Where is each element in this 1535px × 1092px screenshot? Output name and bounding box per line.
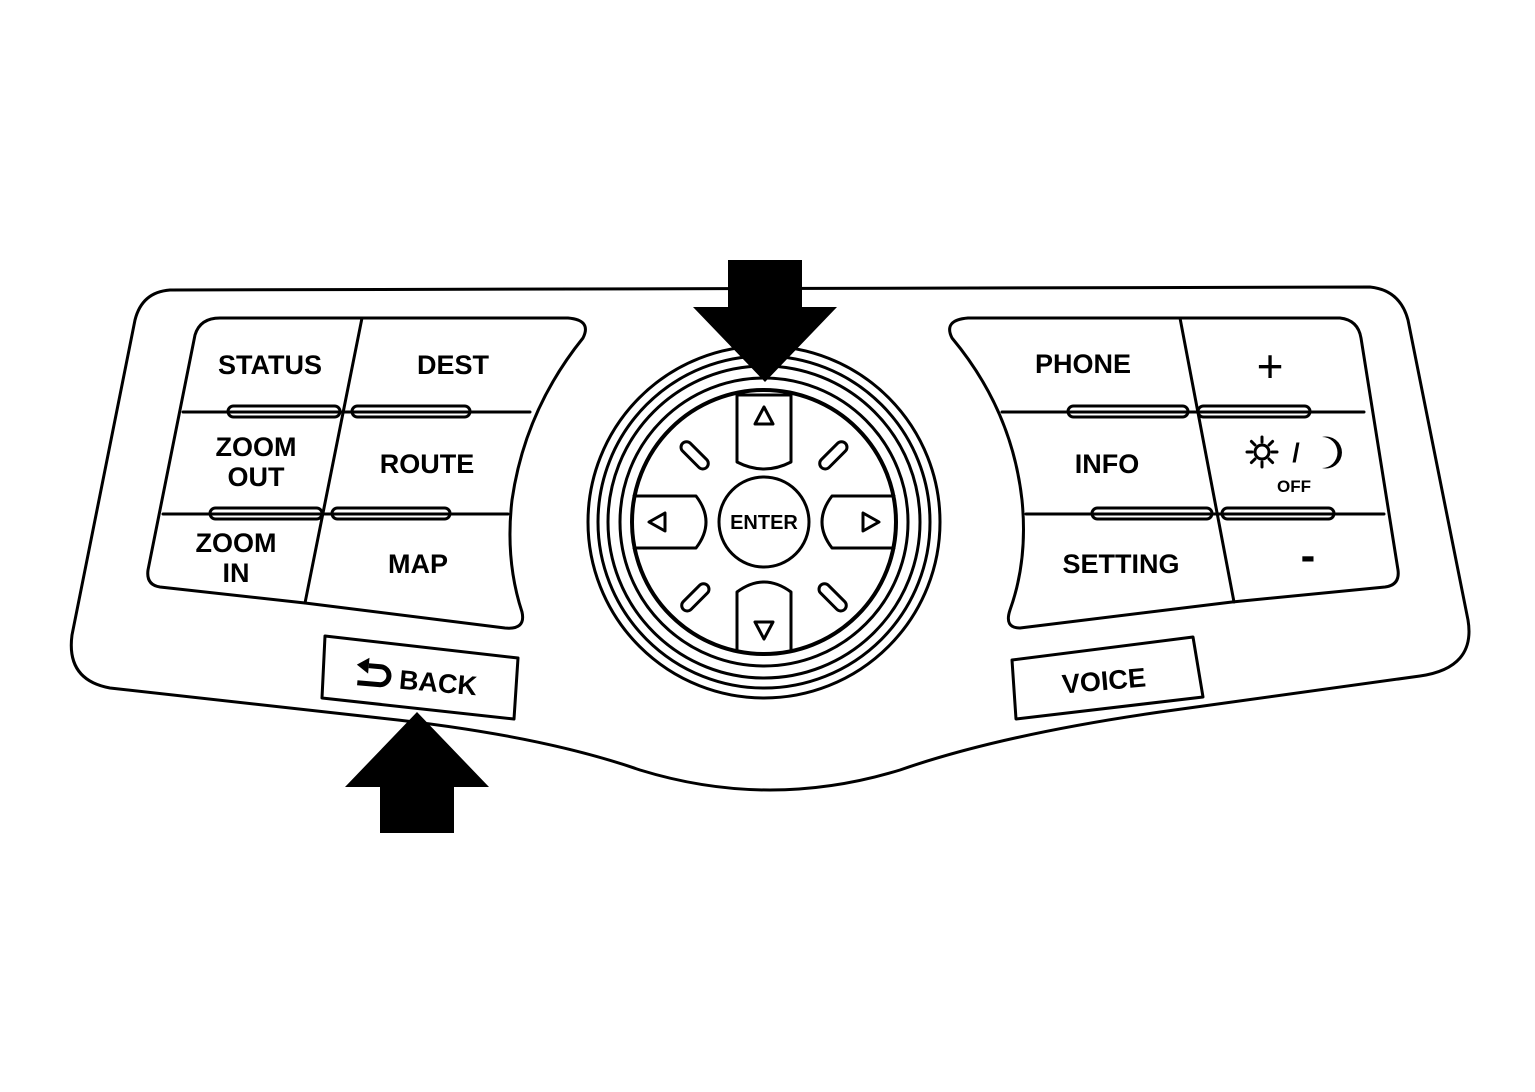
setting-button[interactable]: SETTING (1062, 549, 1179, 579)
info-button[interactable]: INFO (1075, 449, 1140, 479)
back-button-frame (320, 634, 520, 721)
panel-bezel (69, 285, 1471, 792)
back-label: BACK (398, 665, 479, 702)
status-indicator-bar (226, 404, 342, 419)
multi-function-controller: ENTER (586, 344, 942, 700)
route-indicator-bar (330, 506, 452, 521)
zoom-out-button-line2[interactable]: OUT (228, 462, 286, 492)
left-divider-vertical (303, 316, 364, 605)
triangle-left-icon (647, 511, 667, 533)
up-button[interactable] (735, 393, 793, 471)
return-arrow-icon (356, 657, 392, 688)
dest-button[interactable]: DEST (417, 350, 490, 380)
map-button[interactable]: MAP (388, 549, 448, 579)
triangle-up-icon (753, 405, 775, 426)
zoom-in-button[interactable]: ZOOM (196, 528, 277, 558)
minus-button[interactable]: - (1301, 531, 1316, 580)
zoom-in-button-line2[interactable]: IN (223, 558, 250, 588)
zoom-out-indicator-bar (208, 506, 324, 521)
left-cluster-outline (146, 316, 587, 630)
dest-indicator-bar (350, 404, 472, 419)
callout-arrow-down (693, 260, 837, 382)
triangle-down-icon (753, 620, 775, 641)
zoom-out-button[interactable]: ZOOM (216, 432, 297, 462)
right-button[interactable] (820, 494, 896, 550)
diagonal-marker-downleft (680, 582, 711, 613)
triangle-right-icon (861, 511, 881, 533)
right-button-cluster: PHONE + INFO / OFF SETTING - (948, 316, 1400, 630)
day-night-button[interactable]: / OFF (1245, 435, 1342, 497)
voice-button-frame (1010, 635, 1205, 721)
left-button[interactable] (632, 494, 708, 550)
diagonal-marker-downright (817, 582, 848, 613)
right-divider-vertical (1178, 316, 1236, 604)
moon-icon (1322, 436, 1342, 469)
day-night-indicator-bar (1220, 506, 1336, 521)
enter-button[interactable] (717, 475, 811, 569)
controller-ring-inner (630, 388, 898, 656)
diagonal-marker-upleft (679, 440, 710, 471)
route-button[interactable]: ROUTE (380, 449, 475, 479)
right-cluster-outline (948, 316, 1400, 630)
status-button[interactable]: STATUS (218, 350, 322, 380)
plus-indicator-bar (1196, 404, 1312, 419)
phone-button[interactable]: PHONE (1035, 349, 1131, 379)
plus-button[interactable]: + (1257, 340, 1284, 392)
day-night-slash: / (1292, 438, 1300, 468)
diagonal-marker-upright (818, 440, 849, 471)
enter-label: ENTER (730, 512, 798, 534)
left-button-cluster: STATUS DEST ZOOM OUT ROUTE ZOOM IN MAP (146, 316, 587, 630)
info-indicator-bar (1090, 506, 1214, 521)
phone-indicator-bar (1066, 404, 1190, 419)
voice-label: VOICE (1061, 662, 1147, 699)
callout-arrow-up (345, 712, 489, 833)
down-button[interactable] (735, 580, 793, 652)
voice-button[interactable]: VOICE (1010, 635, 1205, 721)
sun-icon (1245, 435, 1279, 469)
day-night-off-label: OFF (1277, 477, 1311, 496)
back-button[interactable]: BACK (320, 634, 520, 721)
